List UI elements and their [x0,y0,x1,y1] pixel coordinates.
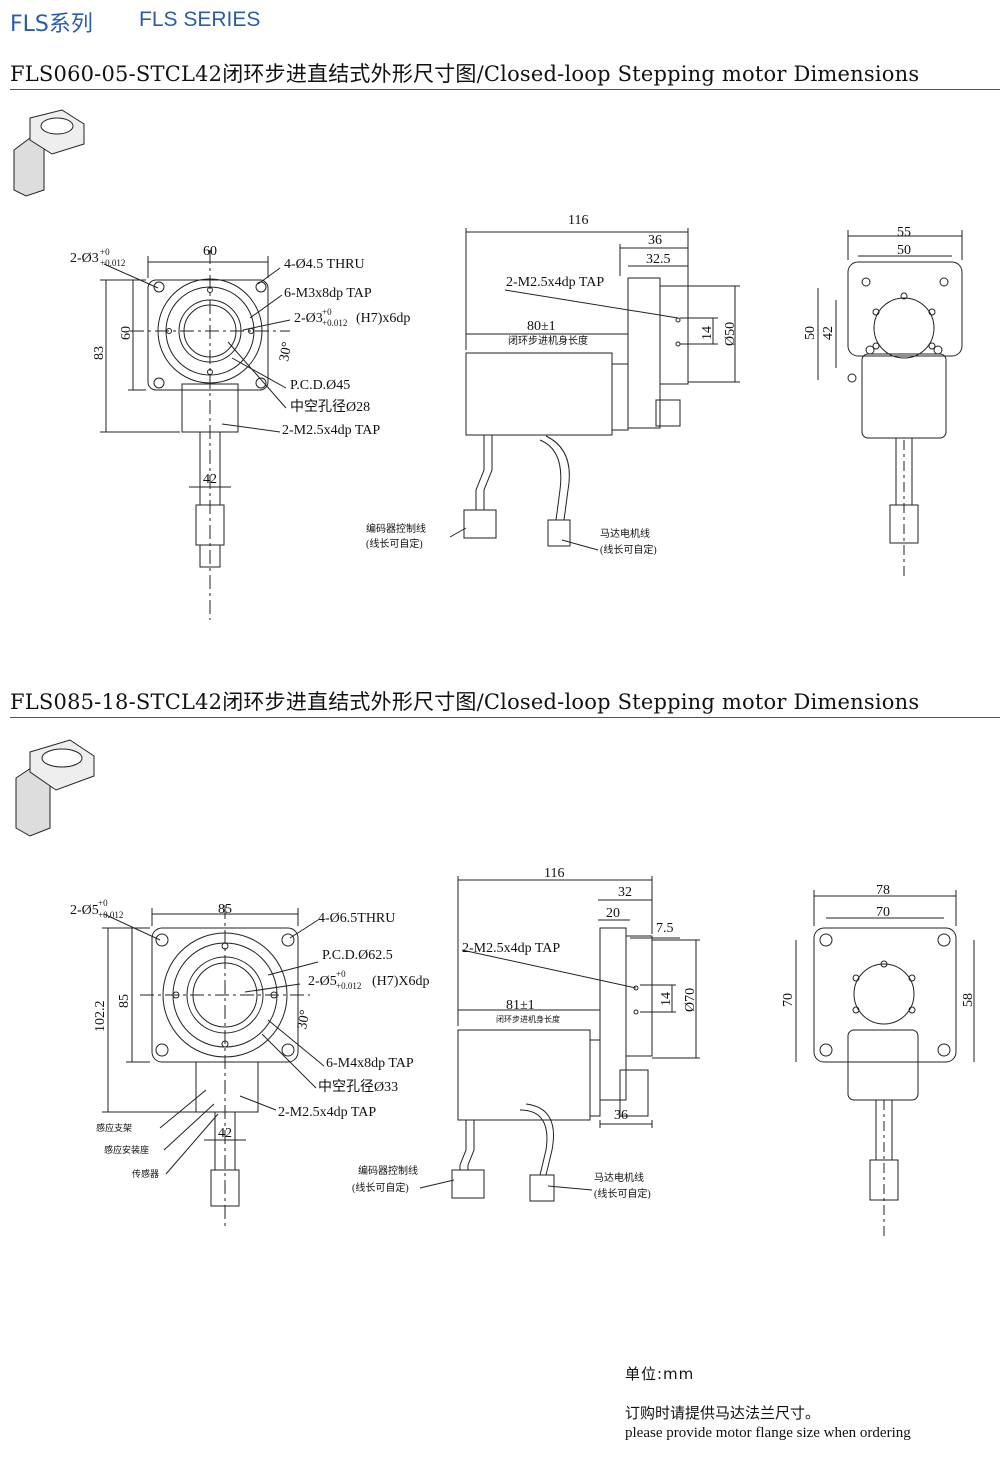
label-encoder-line-1: 编码器控制线 [366,522,426,535]
dim-d50-1: Ø50 [723,322,738,346]
front-view-2 [102,905,325,1230]
section-2-drawing: 85 85 102.2 2-Ø5 +0 +0.012 4-Ø6.5THRU P.… [15,739,976,1240]
dim-20-2: 20 [606,906,620,921]
label-pin-tol-dn-1: +0.012 [100,258,125,268]
dim-height-total-1: 83 [92,346,107,360]
label-mount-2: 感应安装座 [104,1144,149,1155]
dim-bottom-1: 42 [203,472,217,487]
label-pin-tol-up-2: +0 [98,898,108,908]
section-2-title: FLS085-18-STCL42闭环步进直结式外形尺寸图/Closed-loop… [10,690,920,714]
label-tap2-2: 2-M2.5x4dp TAP [278,1105,376,1120]
label-side-tap-2: 2-M2.5x4dp TAP [462,941,560,956]
rear-view-2 [795,890,975,1240]
dim-bottom-2: 42 [218,1126,232,1141]
dim-rear-h-inner-1: 42 [821,326,836,340]
dim-7-5-2: 7.5 [656,921,674,936]
dim-rear-h-outer-1: 50 [803,326,818,340]
label-side-tap-1: 2-M2.5x4dp TAP [506,275,604,290]
dim-height-inner-2: 85 [117,994,132,1008]
label-thru-2: 4-Ø6.5THRU [318,911,395,926]
order-note-cn: 订购时请提供马达法兰尺寸。 [625,1404,821,1422]
label-pin-tol-up-1: +0 [100,247,110,257]
label-bracket-2: 感应支架 [96,1122,132,1133]
label-pin-2: 2-Ø5 [70,903,99,918]
label-encoder-line-2: 编码器控制线 [358,1164,418,1177]
dim-width-2: 85 [218,902,232,917]
label-motor-note-2: (线长可自定) [594,1187,651,1200]
dim-36-2: 36 [614,1108,628,1123]
dim-32-2: 32 [618,885,632,900]
side-view-1 [449,228,740,551]
dim-rear-h-right-2: 58 [961,993,976,1007]
label-pcd-2: P.C.D.Ø62.5 [322,948,393,963]
label-pin2-tol-dn-1: +0.012 [322,318,347,328]
label-motor-line-2: 马达电机线 [594,1171,644,1184]
dim-rear-w-outer-2: 78 [876,883,890,898]
dim-14-1: 14 [700,326,715,340]
label-motor-note-1: (线长可自定) [600,543,657,556]
label-pin2-2: 2-Ø5 [308,974,337,989]
dim-36-1: 36 [648,233,662,248]
front-view-1 [100,250,291,620]
motor-thumbnail-2 [15,739,95,837]
label-pin2-tol-up-2: +0 [336,969,346,979]
label-encoder-note-2: (线长可自定) [352,1181,409,1194]
section-1-drawing: 60 60 83 2-Ø3 +0 +0.012 4-Ø4.5 THRU 6-M3… [13,109,963,620]
label-motor-line-1: 马达电机线 [600,527,650,540]
motor-thumbnail-1 [13,109,85,197]
label-tap2-1: 2-M2.5x4dp TAP [282,423,380,438]
rear-view-1 [817,230,963,580]
side-view-2 [419,876,700,1202]
series-title-cn: FLS系列 [10,12,93,37]
label-pin2-suffix-1: (H7)x6dp [356,311,410,326]
dim-rear-h-left-2: 70 [781,993,796,1007]
label-pin2-tol-dn-2: +0.012 [336,981,361,991]
dim-rear-w-inner-1: 50 [897,243,911,258]
dim-width-1: 60 [203,244,217,259]
dim-height-inner-1: 60 [119,326,134,340]
dim-32-5-1: 32.5 [646,252,671,267]
label-body-len-1: 闭环步进机身长度 [508,334,588,347]
label-body-len-2: 闭环步进机身长度 [496,1014,560,1024]
dim-rear-w-inner-2: 70 [876,905,890,920]
label-hollow-2: 中空孔径Ø33 [318,1079,398,1095]
label-tap1-1: 6-M3x8dp TAP [284,286,372,301]
dim-height-total-2: 102.2 [93,1001,108,1033]
label-angle-2: 30° [295,1009,313,1031]
label-thru-1: 4-Ø4.5 THRU [284,257,365,272]
dim-body-len-2: 81±1 [506,998,535,1013]
label-encoder-note-1: (线长可自定) [366,537,423,550]
label-hollow-1: 中空孔径Ø28 [290,399,370,415]
label-pin2-1: 2-Ø3 [294,311,323,326]
dim-overall-2: 116 [544,866,564,881]
dim-rear-w-outer-1: 55 [897,225,911,240]
dim-14-2: 14 [659,992,674,1006]
dim-body-len-1: 80±1 [527,319,556,334]
section-2-rule [10,717,1000,718]
order-note-en: please provide motor flange size when or… [625,1425,911,1441]
label-pin2-tol-up-1: +0 [322,307,332,317]
label-pin-1: 2-Ø3 [70,251,99,266]
section-1-rule [10,89,1000,90]
label-pin-tol-dn-2: +0.012 [98,910,123,920]
dim-d70-2: Ø70 [683,988,698,1012]
label-pin2-suffix-2: (H7)X6dp [372,974,430,989]
label-angle-1: 30° [277,341,295,363]
label-sensor-2: 传感器 [132,1168,159,1179]
label-tap1-2: 6-M4x8dp TAP [326,1056,414,1071]
section-1-title: FLS060-05-STCL42闭环步进直结式外形尺寸图/Closed-loop… [10,62,920,86]
dim-overall-1: 116 [568,213,588,228]
series-title-en: FLS SERIES [139,8,261,31]
label-pcd-1: P.C.D.Ø45 [290,378,350,393]
unit-note: 单位:mm [625,1365,695,1383]
